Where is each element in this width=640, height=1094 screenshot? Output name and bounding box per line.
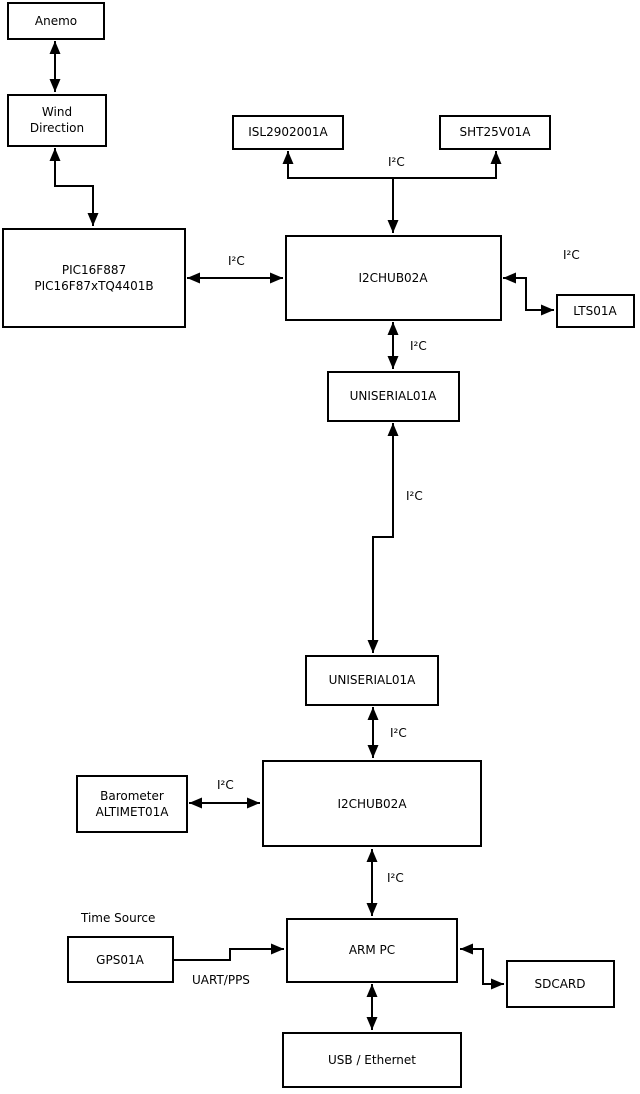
node-wind-direction-label-line1: Wind bbox=[42, 105, 72, 119]
edge-label-i2c-barometer-hub2: I²C bbox=[217, 778, 234, 792]
node-gps01a: GPS01A bbox=[67, 936, 174, 983]
node-uniserial01a-upper-box bbox=[327, 371, 460, 422]
node-pic16f887-label-line1: PIC16F887 bbox=[62, 263, 126, 277]
node-i2chub02a-upper-box bbox=[285, 235, 502, 321]
edge-label-i2c-uniserial2-hub2: I²C bbox=[390, 726, 407, 740]
node-anemo-box bbox=[7, 2, 105, 40]
edge-wind-pic bbox=[49, 148, 99, 226]
node-pic16f887-label-line2: PIC16F87xTQ4401B bbox=[34, 279, 153, 293]
node-anemo-label: Anemo bbox=[35, 14, 77, 28]
edge-gps-armpc bbox=[173, 943, 284, 961]
node-pic16f887-box bbox=[2, 228, 186, 328]
node-wind-direction-box bbox=[7, 94, 107, 147]
edge-hub1-lts bbox=[503, 272, 554, 316]
node-uniserial01a-lower-box bbox=[305, 655, 439, 706]
node-uniserial01a-lower: UNISERIAL01A bbox=[305, 655, 439, 706]
node-usb-ethernet-label: USB / Ethernet bbox=[328, 1053, 416, 1067]
node-arm-pc-label: ARM PC bbox=[349, 943, 395, 957]
node-lts01a: LTS01A bbox=[556, 294, 635, 328]
node-i2chub02a-lower: I2CHUB02A bbox=[262, 760, 482, 847]
node-barometer-label-line1: Barometer bbox=[100, 789, 164, 803]
node-gps01a-box bbox=[67, 936, 174, 983]
edge-label-i2c-uniserial1-uniserial2: I²C bbox=[406, 489, 423, 503]
node-arm-pc: ARM PC bbox=[286, 918, 458, 983]
node-uniserial01a-upper-label: UNISERIAL01A bbox=[350, 389, 438, 403]
node-sht25v01a-label: SHT25V01A bbox=[460, 125, 532, 139]
edge-uniserial1-uniserial2 bbox=[367, 423, 399, 653]
node-usb-ethernet: USB / Ethernet bbox=[282, 1032, 462, 1088]
edge-armpc-sdcard bbox=[460, 943, 504, 990]
node-sdcard-box bbox=[506, 960, 615, 1008]
edge-label-i2c-sensors-branch: I²C bbox=[388, 155, 405, 169]
node-uniserial01a-upper: UNISERIAL01A bbox=[327, 371, 460, 422]
node-lts01a-label: LTS01A bbox=[573, 304, 617, 318]
node-barometer-box bbox=[76, 775, 188, 833]
node-uniserial01a-lower-label: UNISERIAL01A bbox=[329, 673, 417, 687]
edge-label-i2c-hub2-armpc: I²C bbox=[387, 871, 404, 885]
node-lts01a-box bbox=[556, 294, 635, 328]
edge-label-i2c-hub1-uniserial1: I²C bbox=[410, 339, 427, 353]
node-barometer: Barometer ALTIMET01A bbox=[76, 775, 188, 833]
edge-label-i2c-hub1-lts: I²C bbox=[563, 248, 580, 262]
node-i2chub02a-lower-label: I2CHUB02A bbox=[337, 797, 407, 811]
node-wind-direction: Wind Direction bbox=[7, 94, 107, 147]
node-pic16f887: PIC16F887 PIC16F87xTQ4401B bbox=[2, 228, 186, 328]
node-isl2902001a-label: ISL2902001A bbox=[248, 125, 328, 139]
node-usb-ethernet-box bbox=[282, 1032, 462, 1088]
node-sht25v01a: SHT25V01A bbox=[439, 115, 551, 150]
node-isl2902001a-box bbox=[232, 115, 344, 150]
node-sdcard-label: SDCARD bbox=[534, 977, 585, 991]
node-i2chub02a-lower-box bbox=[262, 760, 482, 847]
node-i2chub02a-upper: I2CHUB02A bbox=[285, 235, 502, 321]
node-barometer-label-line2: ALTIMET01A bbox=[96, 805, 170, 819]
node-isl2902001a: ISL2902001A bbox=[232, 115, 344, 150]
edge-label-time-source: Time Source bbox=[80, 911, 155, 925]
node-arm-pc-box bbox=[286, 918, 458, 983]
node-anemo: Anemo bbox=[7, 2, 105, 40]
edge-label-i2c-pic-hub1: I²C bbox=[228, 254, 245, 268]
node-gps01a-label: GPS01A bbox=[96, 953, 144, 967]
edge-label-uart-pps: UART/PPS bbox=[192, 973, 250, 987]
node-sdcard: SDCARD bbox=[506, 960, 615, 1008]
node-wind-direction-label-line2: Direction bbox=[30, 121, 84, 135]
node-sht25v01a-box bbox=[439, 115, 551, 150]
node-i2chub02a-upper-label: I2CHUB02A bbox=[358, 271, 428, 285]
